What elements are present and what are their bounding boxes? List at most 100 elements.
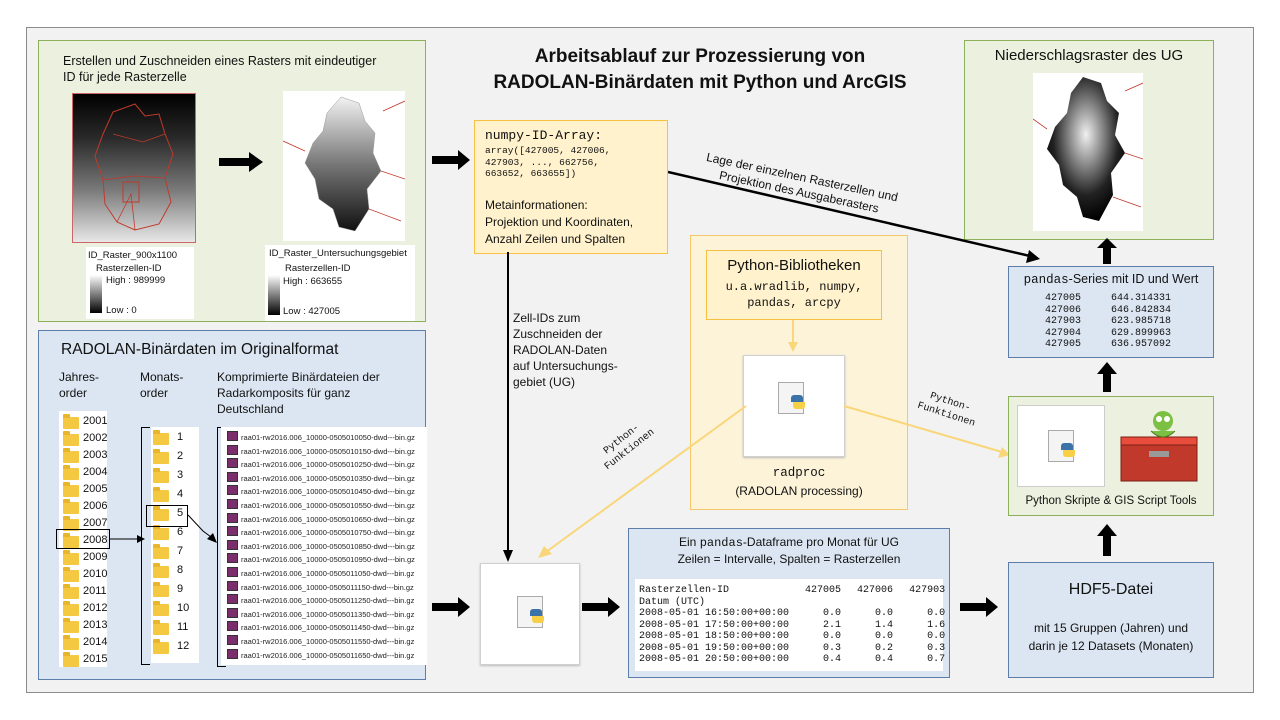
archive-icon [227, 471, 238, 482]
legend2-name: ID_Raster_Untersuchungsgebiet [269, 248, 407, 259]
year-order-header-line2: order [59, 386, 88, 400]
file-row: raa01-rw2016.006_10000-0505011050-dwd---… [227, 567, 414, 578]
file-row: raa01-rw2016.006_10000-0505011450-dwd---… [227, 621, 414, 632]
dataframe-header-cell: Rasterzellen-ID [639, 585, 730, 596]
arrow-series-to-raster [1097, 238, 1117, 264]
folder-icon [63, 499, 79, 514]
archive-icon [227, 621, 238, 632]
dataframe-index-name: Datum (UTC) [639, 596, 706, 608]
folder-icon [63, 482, 79, 497]
dataframe-cell: 2008-05-01 20:50:00+00:00 [639, 654, 790, 665]
arrow-libraries-to-radproc [788, 320, 798, 352]
arrow-radproc-to-tools [843, 405, 1010, 458]
file-name: raa01-rw2016.006_10000-0505010050-dwd---… [241, 433, 415, 442]
file-row: raa01-rw2016.006_10000-0505011650-dwd---… [227, 648, 415, 660]
year-label: 2009 [83, 551, 108, 563]
month-order-header-line1: Monats- [140, 370, 184, 384]
series-row: 427905 636.957092 [1045, 339, 1171, 351]
radproc-script-card [743, 355, 845, 457]
file-name: raa01-rw2016.006_10000-0505011550-dwd---… [241, 637, 415, 646]
folder-icon [63, 618, 79, 633]
year-label: 2011 [83, 585, 107, 597]
file-row: raa01-rw2016.006_10000-0505010350-dwd---… [227, 471, 415, 483]
legend-id-raster-germany: ID_Raster_900x1100 Rasterzellen-ID High … [86, 247, 194, 319]
year-label: 2008 [83, 534, 108, 546]
dataframe-title: Ein pandas-Dataframe pro Monat für UG Ze… [629, 534, 949, 567]
folder-icon [63, 533, 79, 548]
file-list: raa01-rw2016.006_10000-0505010050-dwd---… [221, 427, 427, 665]
folder-icon [63, 550, 79, 565]
file-row: raa01-rw2016.006_10000-0505010750-dwd---… [227, 526, 415, 537]
cell-id-label: Zell-IDs zum Zuschneiden der RADOLAN-Dat… [513, 310, 618, 390]
file-row: raa01-rw2016.006_10000-0505010850-dwd---… [227, 539, 415, 551]
toolbox-icon [1113, 403, 1205, 485]
folder-icon [153, 506, 169, 521]
series-title-code: pandas [1023, 273, 1069, 287]
month-order-header-line2: order [140, 386, 169, 400]
month-label: 12 [177, 640, 190, 652]
precipitation-hessen-shape [1047, 77, 1125, 221]
arrow-hdf5-to-tools [1097, 524, 1117, 556]
month-label: 11 [177, 621, 189, 633]
year-label: 2014 [83, 636, 108, 648]
series-id: 427905 [1045, 339, 1082, 350]
series-title: pandas-Series mit ID und Wert [1009, 272, 1213, 287]
year-order-header-line1: Jahres- [59, 370, 100, 384]
study-area-outline [122, 181, 140, 203]
archive-icon [227, 431, 238, 441]
file-name: raa01-rw2016.006_10000-0505010450-dwd---… [241, 487, 415, 497]
dataframe-box: Ein pandas-Dataframe pro Monat für UG Ze… [628, 528, 950, 678]
dataframe-cell: 0.0 [823, 608, 842, 619]
month-label: 10 [177, 602, 190, 614]
arrow-tools-to-series [1097, 362, 1117, 392]
numpy-meta-line3: Anzahl Zeilen und Spalten [485, 232, 626, 246]
series-id: 427903 [1045, 316, 1082, 327]
raster-creation-box: Erstellen und Zuschneiden eines Rasters … [38, 40, 426, 322]
python-libraries-line2: pandas, arcpy [747, 296, 841, 310]
dataframe-header-cell: 427005 [805, 585, 842, 596]
dataframe-header-cell: 427006 [857, 585, 894, 596]
archive-icon [227, 499, 238, 509]
folder-icon [153, 468, 169, 483]
year-label: 2015 [83, 653, 108, 665]
archive-icon [227, 512, 238, 523]
archive-icon [227, 485, 238, 496]
year-label: 2004 [83, 466, 108, 478]
dataframe-index-row: Datum (UTC) [639, 597, 951, 609]
legend-id-raster-study-area: ID_Raster_Untersuchungsgebiet Rasterzell… [265, 245, 415, 321]
file-name: raa01-rw2016.006_10000-0505010550-dwd---… [241, 501, 415, 510]
file-row: raa01-rw2016.006_10000-0505010150-dwd---… [227, 444, 415, 456]
year-label: 2005 [83, 483, 108, 495]
month-bracket [141, 427, 150, 665]
file-name: raa01-rw2016.006_10000-0505010750-dwd---… [241, 528, 415, 538]
folder-icon [153, 449, 169, 464]
file-row: raa01-rw2016.006_10000-0505010250-dwd---… [227, 458, 415, 469]
series-id: 427006 [1045, 304, 1082, 316]
legend2-high: High : 663655 [283, 276, 343, 287]
dataframe-cell: 0.0 [823, 631, 842, 642]
legend1-name: ID_Raster_900x1100 [88, 250, 178, 261]
file-name: raa01-rw2016.006_10000-0505011450-dwd---… [241, 623, 415, 633]
year-label: 2013 [83, 619, 108, 631]
file-row: raa01-rw2016.006_10000-0505010950-dwd---… [227, 553, 415, 564]
file-name: raa01-rw2016.006_10000-0505010650-dwd---… [241, 514, 415, 524]
precipitation-raster-title: Niederschlagsraster des UG [994, 47, 1184, 64]
folder-icon [63, 431, 79, 446]
file-name: raa01-rw2016.006_10000-0505011650-dwd---… [241, 650, 415, 660]
file-row: raa01-rw2016.006_10000-0505011150-dwd---… [227, 580, 414, 592]
series-value: 636.957092 [1111, 339, 1172, 350]
dataframe-cell: 0.4 [875, 654, 894, 665]
file-name: raa01-rw2016.006_10000-0505011050-dwd---… [241, 569, 415, 578]
file-row: raa01-rw2016.006_10000-0505010650-dwd---… [227, 512, 415, 524]
file-name: raa01-rw2016.006_10000-0505010150-dwd---… [241, 446, 415, 456]
python-file-icon-2 [517, 596, 544, 628]
germany-outline [94, 103, 174, 231]
script-tools-box: Python Skripte & GIS Script Tools [1008, 396, 1214, 516]
